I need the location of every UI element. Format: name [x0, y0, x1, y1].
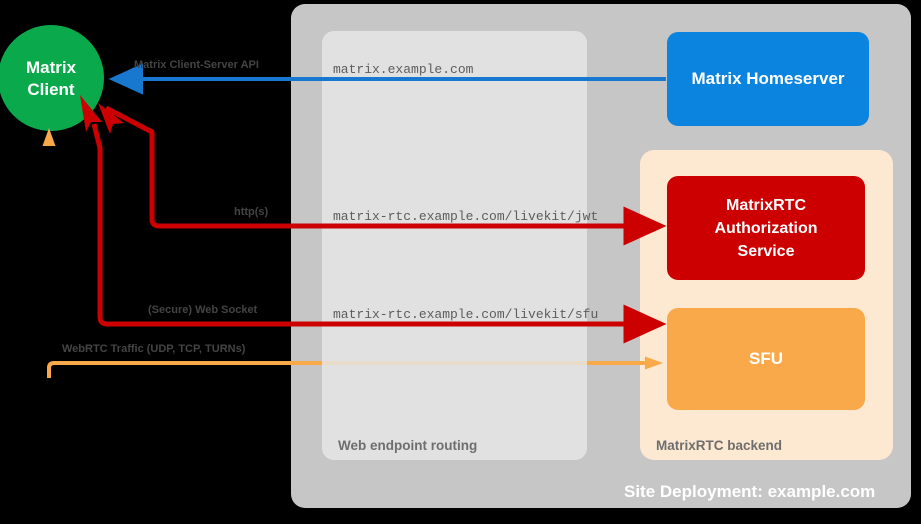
endpoint-sfu-label: matrix-rtc.example.com/livekit/sfu: [333, 307, 599, 322]
group-web-endpoint-routing-caption: Web endpoint routing: [338, 438, 478, 453]
edge-websocket-arrowhead-client: [80, 95, 102, 132]
edge-client-server-api-label: Matrix Client-Server API: [134, 59, 259, 71]
edge-https-arrowhead-client: [98, 103, 124, 134]
edge-https-label: http(s): [234, 206, 269, 218]
edge-webrtc-arrowhead-client: [42, 128, 56, 146]
edge-websocket-line: [91, 123, 667, 344]
node-matrix-client-shape[interactable]: [0, 25, 104, 131]
node-sfu-shape[interactable]: [667, 308, 865, 410]
site-deployment-caption: Site Deployment: example.com: [624, 482, 876, 501]
edge-webrtc-line: [47, 361, 645, 378]
endpoint-matrix-label: matrix.example.com: [333, 62, 474, 77]
endpoint-jwt-label: matrix-rtc.example.com/livekit/jwt: [333, 209, 599, 224]
edge-https-line: [104, 105, 667, 246]
edge-webrtc-label: WebRTC Traffic (UDP, TCP, TURNs): [62, 343, 246, 355]
group-web-endpoint-routing-box: [322, 31, 587, 460]
node-matrix-homeserver-shape[interactable]: [667, 32, 869, 126]
edge-webrtc-arrowhead-sfu: [645, 356, 663, 370]
node-matrixrtc-authorization-service-shape[interactable]: [667, 176, 865, 280]
group-matrixrtc-backend-caption: MatrixRTC backend: [656, 438, 783, 453]
edge-websocket-label: (Secure) Web Socket: [148, 304, 258, 316]
